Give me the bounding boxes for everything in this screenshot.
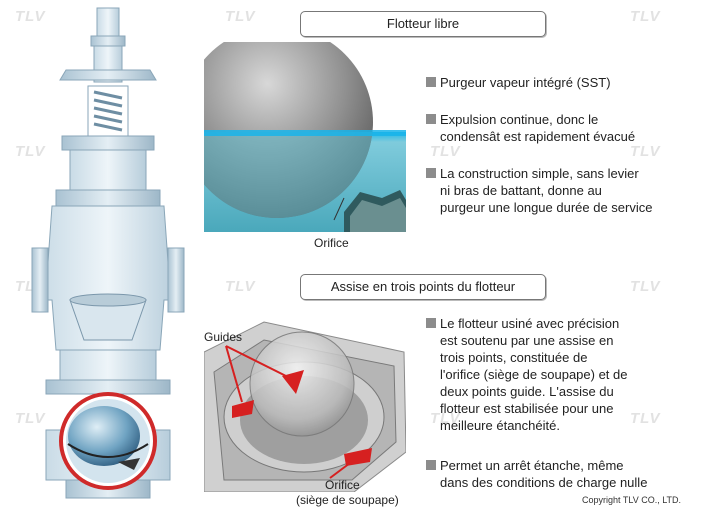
bullet-line: purgeur une longue durée de service — [440, 200, 653, 215]
watermark: TLV — [430, 143, 461, 160]
bullet-line: meilleure étanchéité. — [440, 418, 560, 433]
bullet-line: Purgeur vapeur intégré (SST) — [440, 75, 611, 90]
watermark: TLV — [15, 410, 46, 427]
bullet-simple-construction: La construction simple, sans levier ni b… — [426, 165, 701, 216]
bullet-tight-shutoff: Permet un arrêt étanche, même dans des c… — [426, 457, 701, 491]
bullet-line: Le flotteur usiné avec précision — [440, 316, 620, 331]
section-title-three-point-seating: Assise en trois points du flotteur — [300, 274, 546, 300]
bullet-integrated-trap: Purgeur vapeur intégré (SST) — [426, 74, 701, 91]
bullet-line: flotteur est stabilisée pour une — [440, 401, 614, 416]
watermark: TLV — [225, 8, 256, 25]
steam-trap-cutaway-illustration — [31, 7, 185, 499]
orifice-seat-label-line2: (siège de soupape) — [296, 493, 399, 507]
section-title-free-float: Flotteur libre — [300, 11, 546, 37]
bullet-line: est soutenu par une assise en — [440, 333, 614, 348]
bullet-line: trois points, constituée de — [440, 350, 588, 365]
watermark: TLV — [630, 143, 661, 160]
bullet-line: ni bras de battant, donne au — [440, 183, 602, 198]
watermark: TLV — [630, 278, 661, 295]
bullet-line: Permet un arrêt étanche, même — [440, 458, 624, 473]
bullet-line: condensât est rapidement évacué — [440, 129, 636, 144]
orifice-label: Orifice — [314, 236, 349, 250]
free-float-illustration — [204, 42, 406, 232]
bullet-line: l'orifice (siège de soupape) et de — [440, 367, 628, 382]
guides-label: Guides — [204, 330, 243, 344]
watermark: TLV — [630, 8, 661, 25]
copyright-text: Copyright TLV CO., LTD. — [582, 495, 682, 505]
bullet-continuous-discharge: Expulsion continue, donc le condensât es… — [426, 111, 701, 145]
watermark: TLV — [630, 410, 661, 427]
bullet-line: deux points guide. L'assise du — [440, 384, 614, 399]
three-point-seating-illustration — [204, 302, 406, 492]
bullet-precision-float: Le flotteur usiné avec précision est sou… — [426, 315, 701, 434]
orifice-seat-label-line1: Orifice — [325, 478, 360, 492]
watermark: TLV — [430, 410, 461, 427]
bullet-line: dans des conditions de charge nulle — [440, 475, 648, 490]
bullet-line: Expulsion continue, donc le — [440, 112, 599, 127]
watermark: TLV — [15, 143, 46, 160]
watermark: TLV — [15, 8, 46, 25]
bullet-line: La construction simple, sans levier — [440, 166, 639, 181]
watermark: TLV — [225, 278, 256, 295]
